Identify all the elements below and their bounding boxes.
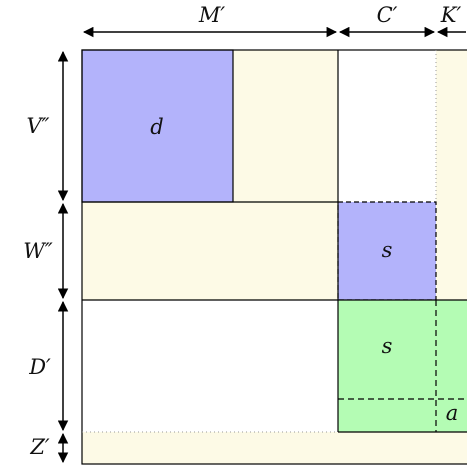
matrix-frame xyxy=(81,49,467,465)
row-label-z: Z′ xyxy=(29,435,50,459)
row-label-w: W″ xyxy=(23,239,53,263)
column-label-c: C′ xyxy=(377,3,398,27)
row-label-d: D′ xyxy=(28,355,51,379)
cream-region-k-column xyxy=(436,50,467,300)
cream-region-top-right xyxy=(233,50,338,202)
block-label-a: a xyxy=(446,401,459,425)
block-label-d: d xyxy=(150,115,163,139)
block-label-s-upper: s xyxy=(382,238,393,262)
column-label-k: K′ xyxy=(440,3,462,27)
cream-region-w-row xyxy=(82,202,338,300)
cream-region-z-row xyxy=(82,432,467,464)
block-s-upper xyxy=(337,201,437,301)
column-label-m: M′ xyxy=(198,3,226,27)
row-label-v: V″ xyxy=(26,114,49,138)
block-label-s-lower: s xyxy=(382,334,393,358)
block-d xyxy=(81,49,234,203)
block-s-lower xyxy=(338,300,467,432)
